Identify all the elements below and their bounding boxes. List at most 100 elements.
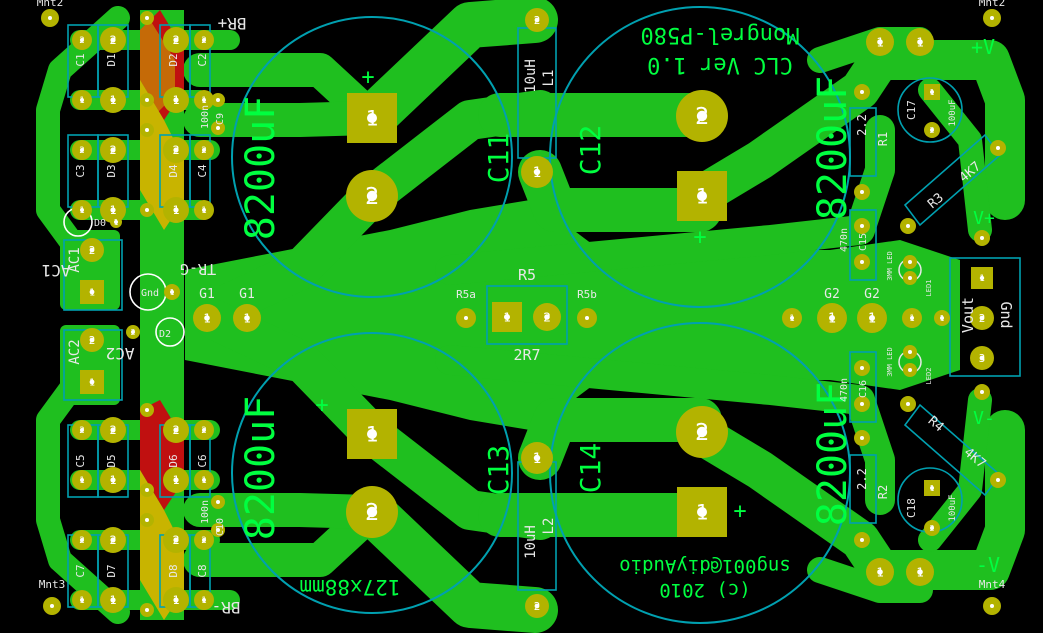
c11-value: 8200uF (238, 96, 284, 241)
drill-hole (50, 604, 54, 608)
drill-hole (80, 38, 84, 42)
drill-hole (202, 538, 206, 542)
drill-hole (173, 477, 179, 483)
pad-number: 1 (201, 96, 206, 106)
drill-hole (80, 208, 84, 212)
pad-number: 1 (940, 314, 945, 323)
d0-label: D0 (94, 218, 106, 229)
drill-hole (906, 402, 910, 406)
drill-hole (869, 315, 875, 321)
drill-hole (696, 426, 708, 438)
drill-hole (908, 368, 912, 372)
d8-label: D8 (167, 564, 180, 577)
d6-label: D6 (167, 454, 180, 467)
c17-value: 100uF (948, 99, 958, 126)
pad-number: 1 (876, 564, 884, 579)
drill-hole (202, 428, 206, 432)
pad-number: 2 (201, 146, 206, 156)
author-label: sng001@diyAudio (619, 555, 791, 577)
pad-number: 1 (203, 310, 211, 325)
c18-label: C18 (905, 498, 918, 518)
led2-label: LED2 (925, 368, 933, 385)
minus-v-label: -V (976, 553, 1000, 577)
drill-hole (145, 608, 149, 612)
drill-hole (110, 477, 116, 483)
mount-hole-label-tl: Mnt2 (37, 0, 64, 9)
c11-ref: C11 (482, 133, 515, 184)
drill-hole (145, 488, 149, 492)
c12-value: 8200uF (810, 76, 856, 221)
pad-number: 2 (79, 146, 84, 156)
r5-outline (486, 285, 568, 345)
pad-number: 1 (696, 184, 709, 208)
c15-label: C15 (858, 233, 869, 251)
r2-value: 2.2 (855, 468, 869, 490)
drill-hole (990, 16, 994, 20)
plus-v-label: +V (971, 35, 995, 59)
vout-label: Vout (959, 297, 977, 333)
pad-number: 1 (930, 88, 935, 97)
drill-hole (204, 315, 210, 321)
mount-hole-label-bl: Mnt3 (39, 578, 66, 591)
led1-value: 3MM LED (886, 251, 894, 281)
c10-value: 100n (200, 500, 211, 524)
c2-label: C2 (196, 53, 209, 66)
c9-label: C9 (215, 113, 226, 125)
d1-label: D1 (105, 53, 118, 66)
pad-number: 2 (109, 143, 116, 157)
c14-value: 8200uF (810, 382, 856, 527)
pad-number: 1 (916, 564, 924, 579)
c5-label: C5 (74, 454, 87, 467)
drill-hole (930, 90, 934, 94)
c13-plus: + (315, 393, 328, 418)
drill-hole (860, 436, 864, 440)
pad-number: 1 (172, 203, 179, 217)
c7-label: C7 (74, 564, 87, 577)
drill-hole (80, 538, 84, 542)
drill-hole (860, 402, 864, 406)
ac2-label: AC2 (67, 339, 83, 364)
drill-hole (145, 208, 149, 212)
pad-number: 1 (201, 596, 206, 606)
pad-number: 1 (170, 288, 175, 297)
drill-hole (89, 247, 95, 253)
drill-hole (216, 500, 220, 504)
drill-hole (544, 314, 550, 320)
br-minus-label: BR- (212, 598, 241, 617)
pad-number: 1 (366, 106, 379, 130)
drill-hole (908, 350, 912, 354)
pad-number: 2 (979, 312, 986, 325)
drill-hole (173, 427, 179, 433)
c9-value: 100n (200, 105, 211, 129)
drill-hole (110, 37, 116, 43)
drill-hole (145, 16, 149, 20)
drill-hole (110, 147, 116, 153)
drill-hole (906, 224, 910, 228)
drill-hole (170, 290, 174, 294)
drill-hole (173, 37, 179, 43)
pad-number: 1 (79, 206, 84, 216)
pad-number: 2 (543, 309, 551, 324)
drill-hole (585, 316, 589, 320)
drill-hole (534, 603, 540, 609)
d5-label: D5 (105, 454, 118, 467)
d2-label: D2 (167, 53, 180, 66)
pad-number: 2 (695, 102, 709, 130)
drill-hole (979, 315, 985, 321)
drill-hole (110, 537, 116, 543)
pad-number: 1 (109, 593, 116, 607)
pad-number: 3 (979, 352, 986, 365)
drill-hole (173, 597, 179, 603)
drill-hole (216, 98, 220, 102)
l1-value: 10uH (523, 59, 539, 93)
pad-number: 1 (109, 203, 116, 217)
drill-hole (980, 390, 984, 394)
drill-hole (860, 538, 864, 542)
d3-label: D3 (105, 164, 118, 177)
pad-number: 1 (930, 484, 935, 493)
pad-number: 1 (79, 596, 84, 606)
drill-hole (80, 598, 84, 602)
drill-hole (860, 90, 864, 94)
drill-hole (980, 236, 984, 240)
